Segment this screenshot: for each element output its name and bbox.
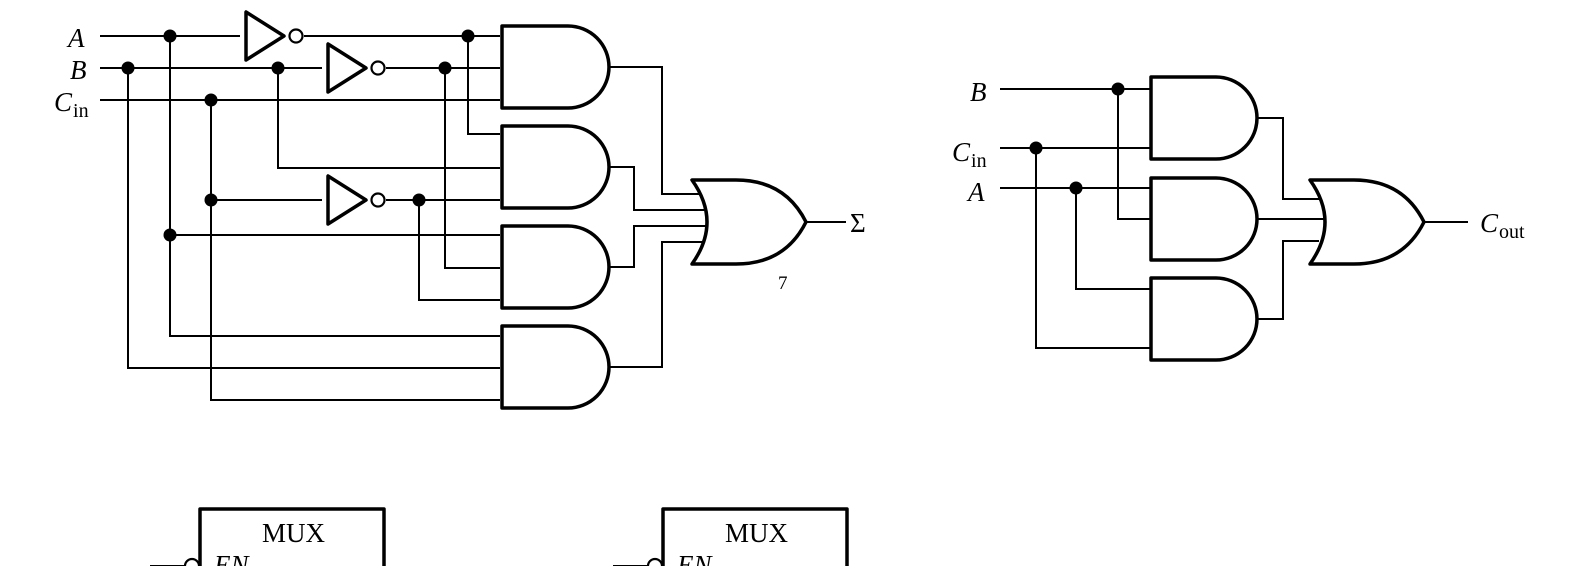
carry-input-label-a: A [966,177,985,207]
junction-dot [461,29,475,43]
output-label-cout-main: C [1480,208,1499,238]
junction-dot [1029,141,1043,155]
wire-ncin-tap [418,200,500,301]
junction-dot [163,228,177,242]
junction-dot [163,29,177,43]
mux-enable-label-2: EN [676,550,713,566]
carry-and-gate-2 [1149,176,1259,262]
wire-b-tap-gate2 [277,68,500,169]
carry-wire-and1-out [1257,117,1319,200]
mux-title-2: MUX [725,518,789,548]
mux-block-2: MUX EN [613,507,849,566]
wire-and2-out [609,166,708,211]
figure-number: 7 [778,273,788,294]
mux-enable-label-1: EN [213,550,250,566]
junction-dot [121,61,135,75]
carry-input-label-cin: Cin [952,137,987,172]
mux-title-1: MUX [262,518,326,548]
input-label-b: B [70,55,87,85]
inverter-cin [326,174,386,226]
sum-circuit: A B Cin [54,10,866,410]
wire-and1-out [609,66,704,195]
and-gate-2 [500,124,611,210]
junction-dot [204,193,218,207]
input-label-cin-sub: in [73,100,89,122]
carry-and-gate-3 [1149,276,1259,362]
carry-and-gate-1 [1149,75,1259,161]
inverter-b [326,42,386,94]
wire-and3-out [609,225,708,268]
and-gate-3 [500,224,611,310]
carry-input-label-b: B [970,77,987,107]
junction-dot [412,193,426,207]
mux-block-1: MUX EN [150,507,386,566]
junction-dot [438,61,452,75]
and-gate-4 [500,324,611,410]
wire-nb-tap [444,68,500,269]
wire-b-tap-left [127,68,500,369]
output-label-cout-sub: out [1499,221,1525,243]
carry-input-label-cin-sub: in [971,150,987,172]
wire-and4-out [609,241,704,368]
wire-cin-tap [210,100,500,401]
output-label-cout: Cout [1480,208,1525,243]
carry-wire-a-tap [1075,188,1150,290]
carry-input-label-cin-main: C [952,137,971,167]
and-gate-1 [500,24,611,110]
wire-na-tap [467,36,500,135]
output-label-sum: Σ [850,208,866,238]
inverter-a [244,10,304,62]
carry-circuit: B Cin A Cout [952,75,1525,362]
input-label-cin-main: C [54,87,73,117]
carry-wire-and3-out [1257,240,1319,320]
carry-wire-cin-tap [1035,148,1150,349]
junction-dot [1069,181,1083,195]
junction-dot [271,61,285,75]
junction-dot [1111,82,1125,96]
or-gate-sum [690,178,808,266]
junction-dot [204,93,218,107]
input-label-a: A [66,23,85,53]
or-gate-carry [1308,178,1426,266]
carry-wire-b-tap [1117,89,1150,220]
input-label-cin: Cin [54,87,89,122]
wire-a-tap-left [169,36,500,337]
